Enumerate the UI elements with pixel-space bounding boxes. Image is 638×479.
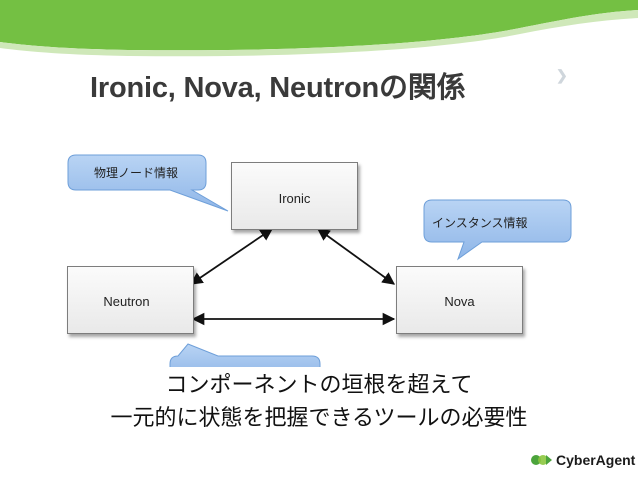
arrow-ironic-neutron (189, 228, 274, 285)
message-line-1: コンポーネントの垣根を超えて (165, 373, 473, 398)
footer-brand: CyberAgent (531, 450, 635, 470)
slide-title: Ironic, Nova, Neutronの関係 (90, 72, 466, 104)
callout-physical-node (67, 154, 229, 212)
header-band (0, 0, 638, 57)
arrow-ironic-nova (316, 228, 396, 285)
callout-instance (423, 199, 572, 261)
callout-mask (160, 367, 330, 381)
node-neutron: Neutron (67, 266, 194, 334)
node-neutron-label: Neutron (103, 294, 150, 309)
message-line-2: 一元的に状態を把握できるツールの必要性 (110, 406, 528, 431)
footer-brand-text: CyberAgent (556, 452, 636, 468)
header-logo: ❯ CyberAgent (556, 64, 636, 86)
header-logo-text: CyberAgent (571, 69, 635, 83)
brand-logo-icon (531, 455, 552, 465)
node-ironic: Ironic (231, 162, 358, 230)
node-nova-label: Nova (444, 294, 475, 309)
node-nova: Nova (396, 266, 523, 334)
callout-instance-label: インスタンス情報 (432, 216, 528, 230)
header-logo-mark: ❯ (556, 67, 568, 83)
node-ironic-label: Ironic (278, 191, 311, 206)
callout-physical-node-label: 物理ノード情報 (94, 166, 179, 180)
